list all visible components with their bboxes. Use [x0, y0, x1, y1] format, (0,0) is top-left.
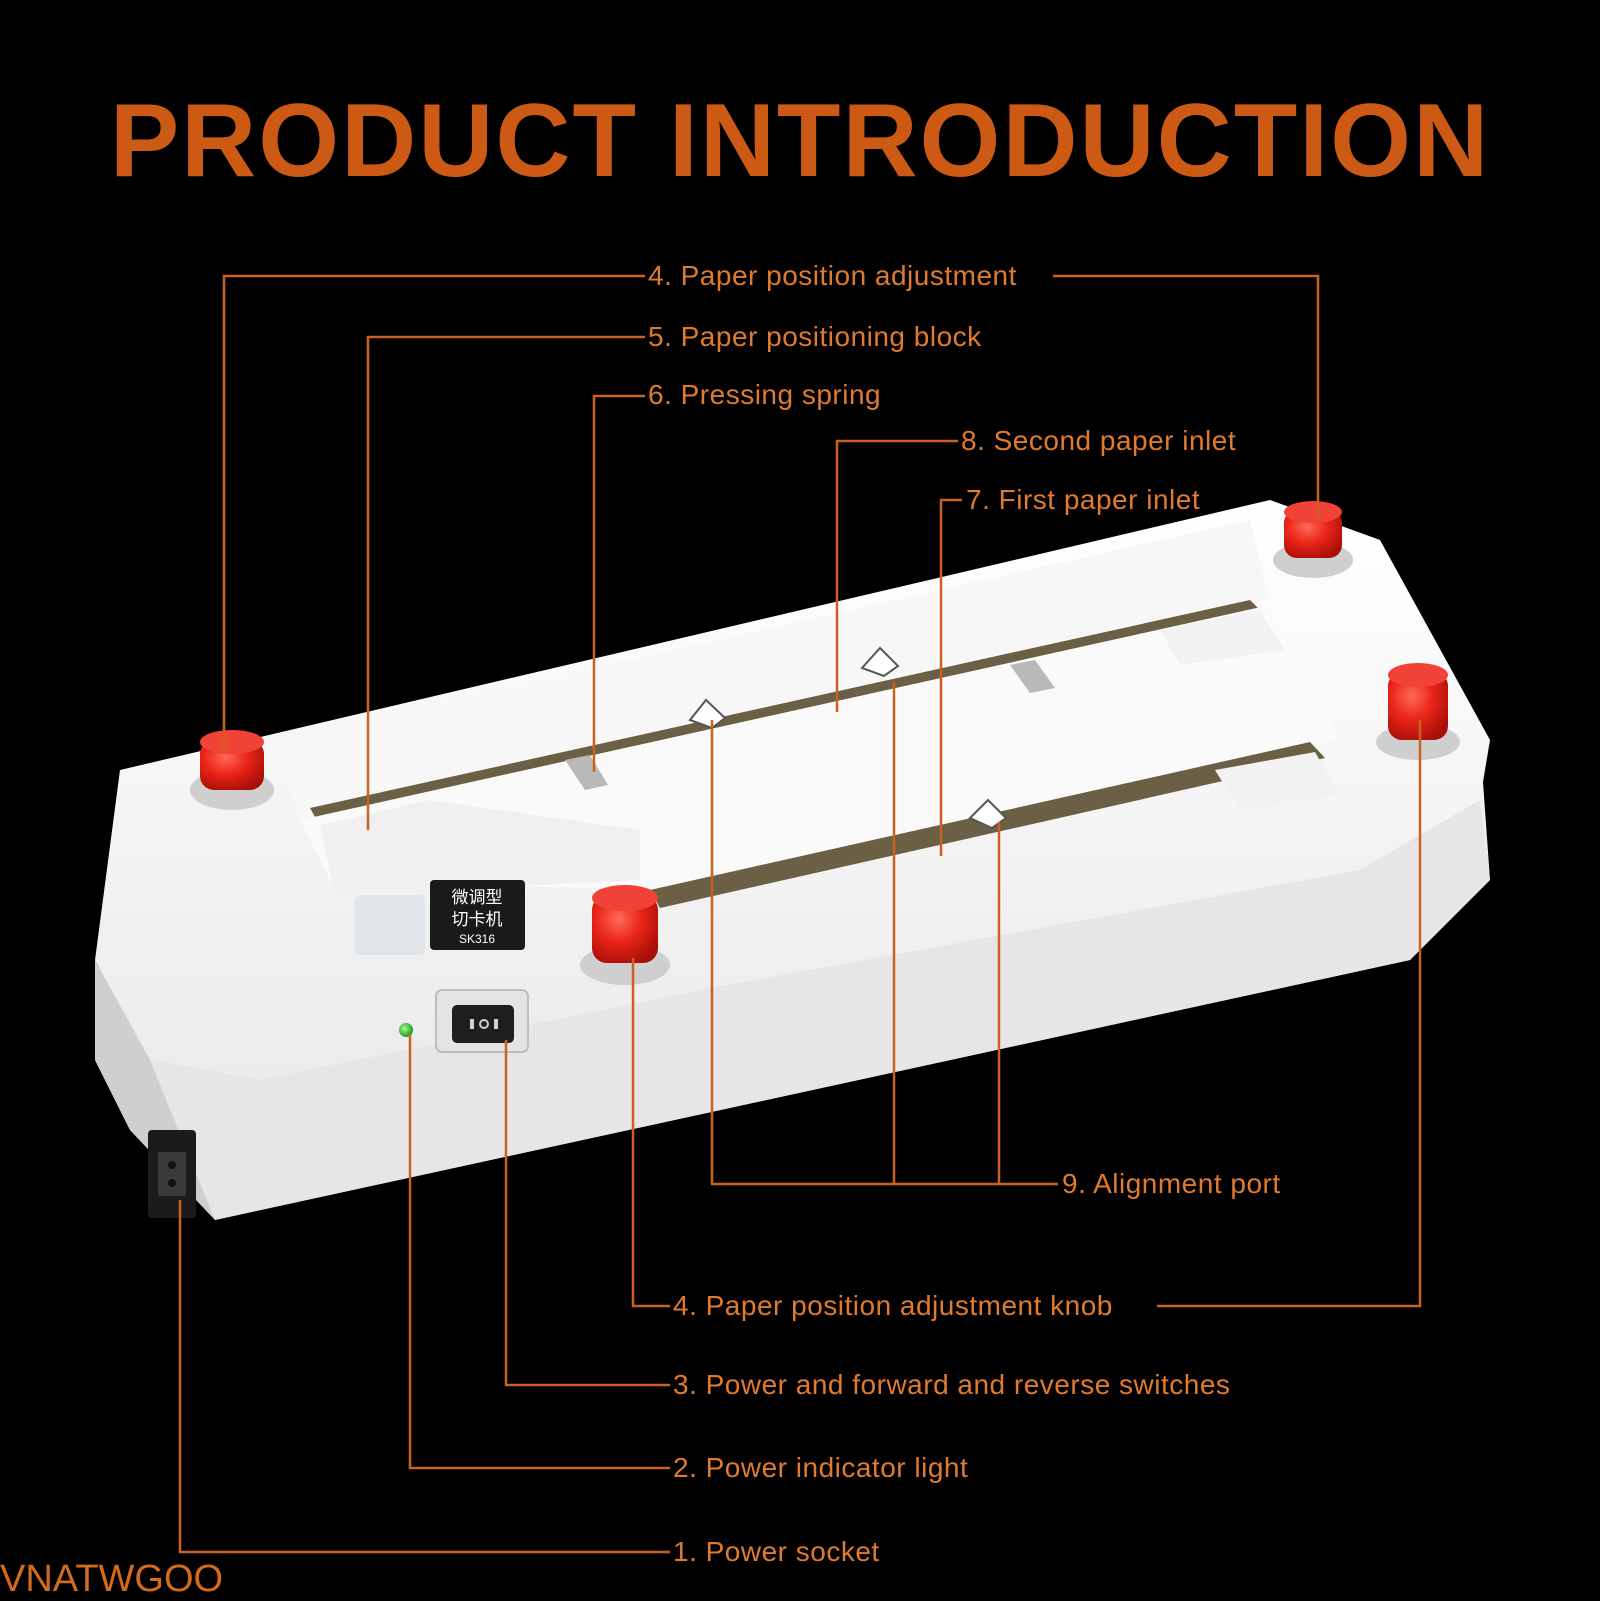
leader-first-paper-inlet [939, 498, 962, 856]
page-title: PRODUCT INTRODUCTION [109, 83, 1491, 199]
knob-front-right[interactable] [1376, 663, 1460, 760]
positioning-slide-right [1160, 610, 1285, 665]
leader-pressing-spring [592, 394, 645, 772]
switch-mark-center [479, 1019, 489, 1029]
power-socket-insert [158, 1152, 186, 1196]
knob-front-left-top [592, 885, 658, 911]
device-window [355, 895, 425, 955]
knob-front-right-cap [1388, 672, 1448, 740]
rear-slot-wall [275, 520, 1270, 820]
pressing-spring-2 [1010, 660, 1055, 693]
knob-rear-right[interactable] [1273, 501, 1353, 578]
knob-rear-left-top [200, 730, 264, 754]
device-lower-panel [150, 800, 1490, 1220]
model-label [430, 880, 525, 950]
positioning-block [320, 800, 640, 895]
callout-pressing-spring: 6. Pressing spring [648, 379, 882, 410]
leader-paper-positioning-block [366, 335, 645, 830]
power-switch[interactable] [452, 1005, 514, 1043]
leader-paper-position-adjustment-right [1053, 274, 1320, 520]
callout-second-paper-inlet: 8. Second paper inlet [961, 425, 1237, 456]
knob-front-left[interactable] [580, 885, 670, 985]
knob-front-right-top [1388, 663, 1448, 687]
leader-paper-position-adjustment [222, 274, 645, 752]
alignment-notch-1 [688, 698, 727, 730]
callout-power-socket: 1. Power socket [673, 1536, 880, 1567]
callout-paper-position-adjustment: 4. Paper position adjustment [648, 260, 1017, 291]
model-label-line2: 切卡机 [452, 910, 503, 930]
callout-first-paper-inlet: 7. First paper inlet [966, 484, 1201, 515]
power-indicator-led [399, 1023, 413, 1037]
model-label-line1: 微调型 [452, 888, 503, 908]
leader-power-socket [178, 1200, 670, 1554]
positioning-slide-right-lower [1215, 752, 1340, 810]
leader-alignment-port [710, 720, 1058, 1186]
brand-watermark: VNATWGOO [0, 1558, 224, 1600]
cutter-device: 微调型 切卡机 SK316 [95, 500, 1490, 1220]
knob-rear-right-top [1284, 501, 1342, 523]
knob-front-left-cap [592, 895, 658, 963]
knob-rear-left-cap [200, 740, 264, 790]
knob-rear-left[interactable] [190, 730, 274, 810]
power-socket-pin-1 [168, 1161, 176, 1169]
knob-rear-right-cap [1284, 510, 1342, 558]
leader-adjustment-knob [631, 958, 670, 1308]
alignment-notch-2 [860, 646, 900, 678]
leader-power-switches [504, 1040, 670, 1387]
model-label-model: SK316 [459, 932, 495, 946]
callout-power-indicator: 2. Power indicator light [673, 1452, 969, 1483]
callout-paper-positioning-block: 5. Paper positioning block [648, 321, 982, 352]
switch-mark-right [494, 1019, 498, 1029]
leader-lines [178, 274, 1422, 1554]
leader-adjustment-knob-right [1157, 720, 1422, 1308]
callout-adjustment-knob: 4. Paper position adjustment knob [673, 1290, 1113, 1321]
power-socket-pin-2 [168, 1179, 176, 1187]
switch-mark-left [470, 1019, 474, 1029]
callout-alignment-port: 9. Alignment port [1062, 1168, 1281, 1199]
callout-power-switches: 3. Power and forward and reverse switche… [673, 1369, 1231, 1400]
pressing-spring-1 [565, 755, 608, 790]
leader-power-indicator [408, 1034, 670, 1470]
leader-second-paper-inlet [835, 439, 958, 712]
alignment-notch-3 [968, 798, 1008, 830]
